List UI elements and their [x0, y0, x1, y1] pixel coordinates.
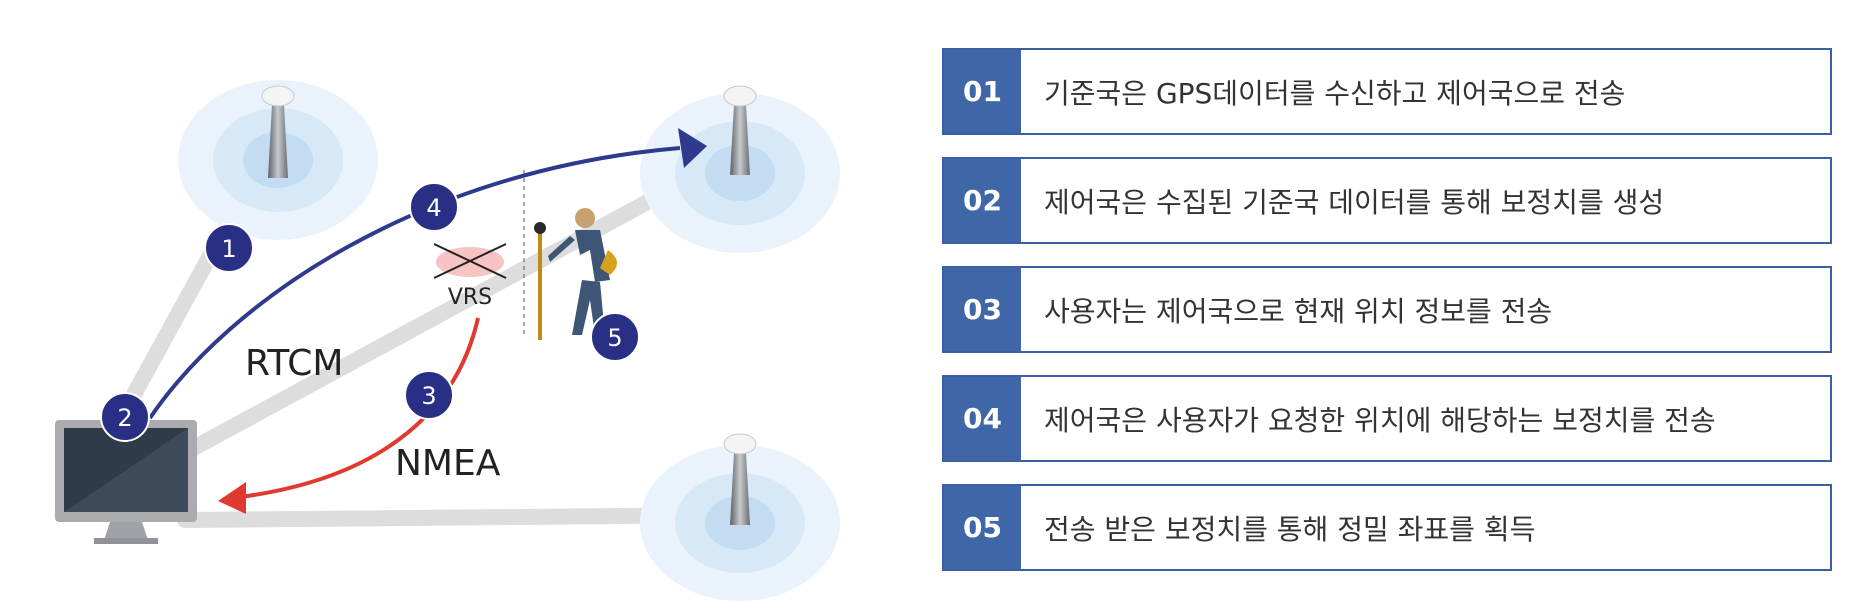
vrs-network-diagram: VRS RTCM NMEA 1 2 3 4 5	[55, 80, 840, 601]
step-marker-1: 1	[204, 223, 254, 273]
vrs-label: VRS	[448, 285, 492, 310]
step-number: 05	[944, 486, 1021, 569]
control-station-monitor-icon	[55, 420, 197, 544]
step-marker-4: 4	[409, 182, 459, 232]
step-description: 기준국은 GPS데이터를 수신하고 제어국으로 전송	[1044, 76, 1626, 110]
step-marker-2-label: 2	[117, 404, 132, 432]
step-item: 05 전송 받은 보정치를 통해 정밀 좌표를 획득	[942, 484, 1832, 571]
step-description: 제어국은 사용자가 요청한 위치에 해당하는 보정치를 전송	[1044, 403, 1716, 437]
vrs-mark: VRS	[433, 243, 507, 310]
step-marker-3-label: 3	[421, 382, 436, 410]
step-item: 04 제어국은 사용자가 요청한 위치에 해당하는 보정치를 전송	[942, 375, 1832, 462]
step-item: 02 제어국은 수집된 기준국 데이터를 통해 보정치를 생성	[942, 157, 1832, 244]
step-marker-4-label: 4	[426, 194, 441, 222]
step-marker-1-label: 1	[221, 235, 236, 263]
step-number: 01	[944, 50, 1021, 133]
step-description: 전송 받은 보정치를 통해 정밀 좌표를 획득	[1044, 512, 1536, 546]
reference-station-icon	[640, 85, 840, 253]
step-number: 03	[944, 268, 1021, 351]
nmea-arrow	[218, 317, 480, 514]
reference-station-icon	[640, 433, 840, 601]
rtcm-arrow	[148, 128, 707, 420]
step-marker-5-label: 5	[607, 324, 622, 352]
step-description: 제어국은 수집된 기준국 데이터를 통해 보정치를 생성	[1044, 185, 1665, 219]
rtcm-label: RTCM	[245, 343, 343, 384]
step-list: 01 기준국은 GPS데이터를 수신하고 제어국으로 전송 02 제어국은 수집…	[942, 48, 1832, 593]
nmea-label: NMEA	[395, 443, 501, 484]
step-item: 01 기준국은 GPS데이터를 수신하고 제어국으로 전송	[942, 48, 1832, 135]
step-marker-5: 5	[590, 312, 640, 362]
step-number: 02	[944, 159, 1021, 242]
step-description: 사용자는 제어국으로 현재 위치 정보를 전송	[1044, 294, 1553, 328]
step-item: 03 사용자는 제어국으로 현재 위치 정보를 전송	[942, 266, 1832, 353]
step-number: 04	[944, 377, 1021, 460]
reference-station-icon	[178, 80, 378, 240]
step-marker-3: 3	[404, 370, 454, 420]
step-marker-2: 2	[100, 392, 150, 442]
